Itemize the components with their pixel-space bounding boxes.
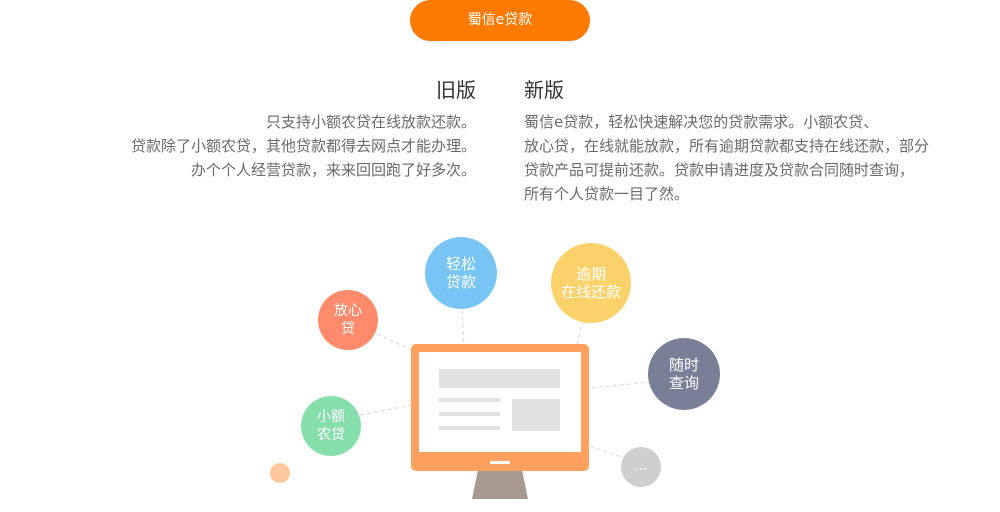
bubble-assured-loan: 放心 贷 bbox=[318, 290, 378, 350]
new-line-4: 所有个人贷款一目了然。 bbox=[524, 185, 690, 203]
bubble-small-farm-loan: 小额 农贷 bbox=[301, 396, 361, 456]
connector-assured bbox=[376, 333, 413, 351]
bubble-easy-loan: 轻松 贷款 bbox=[425, 237, 497, 309]
new-line-2: 放心贷，在线就能放款，所有逾期贷款都支持在线还款，部分 bbox=[524, 137, 930, 155]
monitor-stand bbox=[472, 470, 528, 499]
loan-app-button[interactable]: 蜀信e贷款 bbox=[410, 0, 590, 41]
connector-small bbox=[359, 404, 413, 416]
connector-overdue bbox=[576, 319, 584, 346]
bubble-overdue-repay: 逾期 在线还款 bbox=[551, 243, 631, 323]
new-version-description: 蜀信e贷款，轻松快速解决您的贷款需求。小额农贷、 放心贷，在线就能放款，所有逾期… bbox=[524, 110, 974, 206]
connector-lines bbox=[359, 309, 651, 459]
bubble-assured-line2: 贷 bbox=[341, 321, 355, 337]
new-line-3: 贷款产品可提前还款。贷款申请进度及贷款合同随时查询， bbox=[524, 161, 915, 179]
more-ellipsis: ... bbox=[634, 459, 648, 474]
bubble-query-line2: 查询 bbox=[668, 374, 699, 392]
connector-query bbox=[591, 381, 651, 389]
connector-more bbox=[589, 445, 625, 459]
bubble-more: ... bbox=[621, 447, 661, 487]
decorative-dot bbox=[270, 463, 290, 483]
bubble-assured-line1: 放心 bbox=[334, 303, 362, 319]
bubble-easy-line2: 贷款 bbox=[445, 273, 476, 291]
bubble-query-line1: 随时 bbox=[668, 356, 699, 374]
screen-text-line-1 bbox=[439, 398, 500, 402]
bubble-anytime-query: 随时 查询 bbox=[648, 338, 720, 410]
old-line-1: 只支持小额农贷在线放款还款。 bbox=[265, 113, 476, 131]
monitor-button bbox=[490, 461, 510, 464]
bubble-overdue-line2: 在线还款 bbox=[560, 283, 621, 301]
old-line-2: 贷款除了小额农贷，其他贷款都得去网点才能办理。 bbox=[130, 137, 476, 155]
old-line-3: 办个个人经营贷款，来来回回跑了好多次。 bbox=[190, 161, 476, 179]
screen-text-line-3 bbox=[439, 426, 500, 430]
screen-header-bar bbox=[439, 369, 560, 388]
old-version-description: 只支持小额农贷在线放款还款。 贷款除了小额农贷，其他贷款都得去网点才能办理。 办… bbox=[56, 110, 476, 182]
bubble-small-line1: 小额 bbox=[317, 409, 345, 425]
old-version-title: 旧版 bbox=[436, 78, 476, 102]
new-version-title: 新版 bbox=[524, 78, 564, 102]
bubble-easy-line1: 轻松 bbox=[445, 255, 476, 273]
new-line-1: 蜀信e贷款，轻松快速解决您的贷款需求。小额农贷、 bbox=[524, 113, 879, 131]
bubble-small-line2: 农贷 bbox=[317, 427, 345, 443]
screen-text-line-2 bbox=[439, 412, 500, 416]
screen-image-placeholder bbox=[512, 399, 560, 431]
bubble-overdue-line1: 逾期 bbox=[575, 265, 606, 283]
connector-easy bbox=[461, 309, 465, 346]
